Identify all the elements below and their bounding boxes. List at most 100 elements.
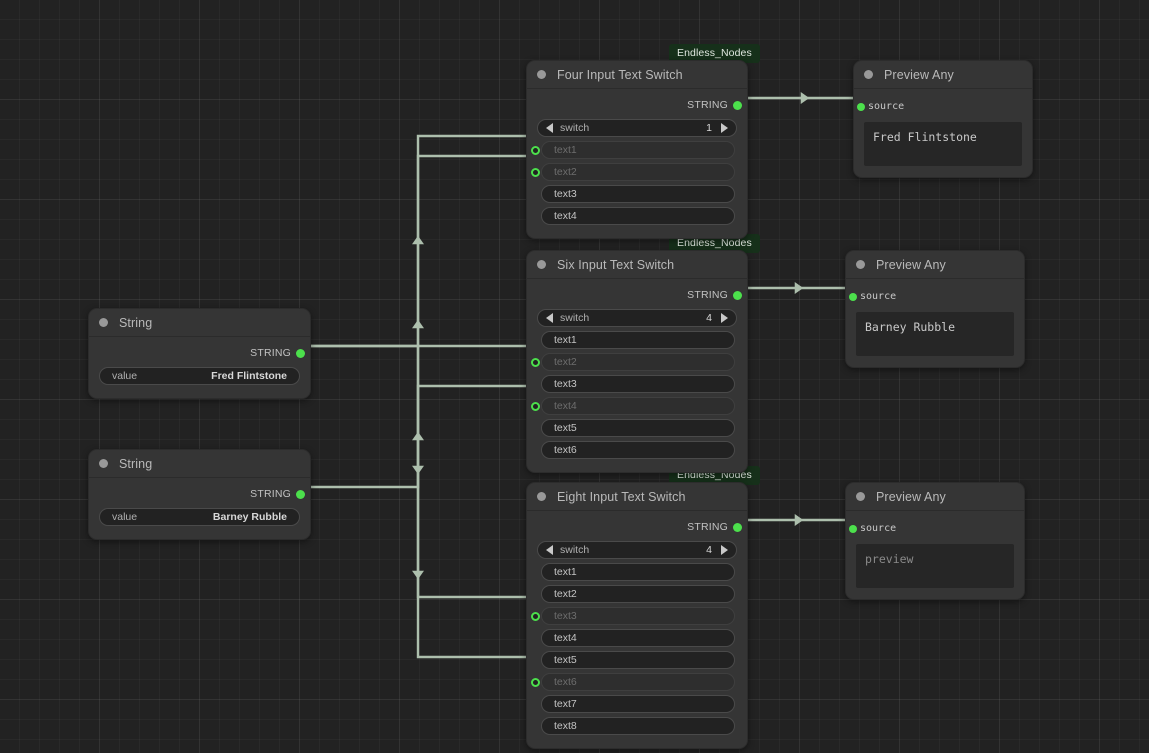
chevron-left-icon[interactable] — [546, 123, 553, 133]
chevron-left-icon[interactable] — [546, 313, 553, 323]
input-slot-text2[interactable]: text2 — [527, 585, 747, 603]
input-socket-icon[interactable] — [857, 102, 865, 111]
node-title-bar[interactable]: Eight Input Text Switch — [527, 483, 747, 511]
text-field[interactable]: text4 — [541, 397, 735, 415]
wire[interactable] — [416, 487, 533, 659]
text-field[interactable]: text7 — [541, 695, 735, 713]
input-slot-text1[interactable]: text1 — [527, 563, 747, 581]
text-field[interactable]: text4 — [541, 207, 735, 225]
node-title-bar[interactable]: Preview Any — [846, 483, 1024, 511]
input-slot-text4[interactable]: text4 — [527, 629, 747, 647]
output-socket-icon[interactable] — [733, 290, 742, 300]
input-slot-text7[interactable]: text7 — [527, 695, 747, 713]
text-field-label: text6 — [554, 676, 577, 688]
input-slot-text1[interactable]: text1 — [527, 331, 747, 349]
text-field[interactable]: text5 — [541, 651, 735, 669]
chevron-right-icon[interactable] — [721, 313, 728, 323]
text-field[interactable]: text1 — [541, 563, 735, 581]
node-title-bar[interactable]: Preview Any — [854, 61, 1032, 89]
input-slot-text2[interactable]: text2 — [527, 353, 747, 371]
input-slot-text3[interactable]: text3 — [527, 607, 747, 625]
text-field[interactable]: text2 — [541, 353, 735, 371]
input-slot-text6[interactable]: text6 — [527, 673, 747, 691]
text-field[interactable]: text4 — [541, 629, 735, 647]
output-slot-string[interactable]: STRING — [527, 517, 747, 537]
input-slot-text3[interactable]: text3 — [527, 185, 747, 203]
preview-output-box[interactable]: Fred Flintstone — [864, 122, 1022, 166]
collapse-dot-icon[interactable] — [99, 459, 108, 468]
input-slot-text8[interactable]: text8 — [527, 717, 747, 735]
input-slot-source[interactable]: source — [846, 519, 1024, 538]
text-field-label: text3 — [554, 610, 577, 622]
input-slot-text4[interactable]: text4 — [527, 207, 747, 225]
chevron-right-icon[interactable] — [721, 545, 728, 555]
text-field[interactable]: text2 — [541, 163, 735, 181]
input-slot-text6[interactable]: text6 — [527, 441, 747, 459]
output-socket-icon[interactable] — [296, 489, 305, 499]
node-title-bar[interactable]: Six Input Text Switch — [527, 251, 747, 279]
output-slot-string[interactable]: STRING — [89, 343, 310, 363]
input-socket-icon[interactable] — [531, 167, 540, 177]
chevron-left-icon[interactable] — [546, 545, 553, 555]
output-slot-string[interactable]: STRING — [89, 484, 310, 504]
collapse-dot-icon[interactable] — [856, 260, 865, 269]
wire-direction-arrow — [800, 92, 810, 104]
input-slot-source[interactable]: source — [854, 97, 1032, 116]
preview-output-box[interactable]: preview — [856, 544, 1014, 588]
input-slot-text4[interactable]: text4 — [527, 397, 747, 415]
text-field[interactable]: text3 — [541, 607, 735, 625]
input-slot-source[interactable]: source — [846, 287, 1024, 306]
preview-output-box[interactable]: Barney Rubble — [856, 312, 1014, 356]
text-field[interactable]: text3 — [541, 375, 735, 393]
wire[interactable] — [311, 134, 533, 348]
wire[interactable] — [311, 154, 533, 489]
collapse-dot-icon[interactable] — [537, 70, 546, 79]
input-socket-icon[interactable] — [849, 292, 857, 301]
input-socket-icon[interactable] — [849, 524, 857, 533]
output-slot-string[interactable]: STRING — [527, 95, 747, 115]
text-field[interactable]: text8 — [541, 717, 735, 735]
collapse-dot-icon[interactable] — [864, 70, 873, 79]
output-socket-icon[interactable] — [733, 100, 742, 110]
input-slot-text1[interactable]: text1 — [527, 141, 747, 159]
input-socket-icon[interactable] — [531, 401, 540, 411]
input-socket-icon[interactable] — [531, 677, 540, 687]
collapse-dot-icon[interactable] — [99, 318, 108, 327]
collapse-dot-icon[interactable] — [856, 492, 865, 501]
text-field[interactable]: text3 — [541, 185, 735, 203]
input-socket-icon[interactable] — [531, 357, 540, 367]
value-field-label: value — [112, 511, 138, 523]
text-field[interactable]: text1 — [541, 141, 735, 159]
input-socket-icon[interactable] — [531, 611, 540, 621]
text-field[interactable]: text5 — [541, 419, 735, 437]
text-field[interactable]: text2 — [541, 585, 735, 603]
chevron-right-icon[interactable] — [721, 123, 728, 133]
input-slot-text5[interactable]: text5 — [527, 419, 747, 437]
input-socket-icon[interactable] — [531, 145, 540, 155]
input-slot-text5[interactable]: text5 — [527, 651, 747, 669]
collapse-dot-icon[interactable] — [537, 260, 546, 269]
node-title-bar[interactable]: String — [89, 450, 310, 478]
output-slot-string[interactable]: STRING — [527, 285, 747, 305]
output-socket-icon[interactable] — [296, 348, 305, 358]
node-title-bar[interactable]: Four Input Text Switch — [527, 61, 747, 89]
collapse-dot-icon[interactable] — [537, 492, 546, 501]
input-slot-text3[interactable]: text3 — [527, 375, 747, 393]
switch-value: 4 — [706, 544, 712, 556]
text-field-label: text2 — [554, 166, 577, 178]
output-socket-icon[interactable] — [733, 522, 742, 532]
text-field[interactable]: text1 — [541, 331, 735, 349]
node-title-bar[interactable]: String — [89, 309, 310, 337]
input-slot-text2[interactable]: text2 — [527, 163, 747, 181]
wire[interactable] — [416, 346, 533, 599]
text-field[interactable]: text6 — [541, 441, 735, 459]
node-title-bar[interactable]: Preview Any — [846, 251, 1024, 279]
wire[interactable] — [416, 384, 533, 487]
text-field[interactable]: text6 — [541, 673, 735, 691]
